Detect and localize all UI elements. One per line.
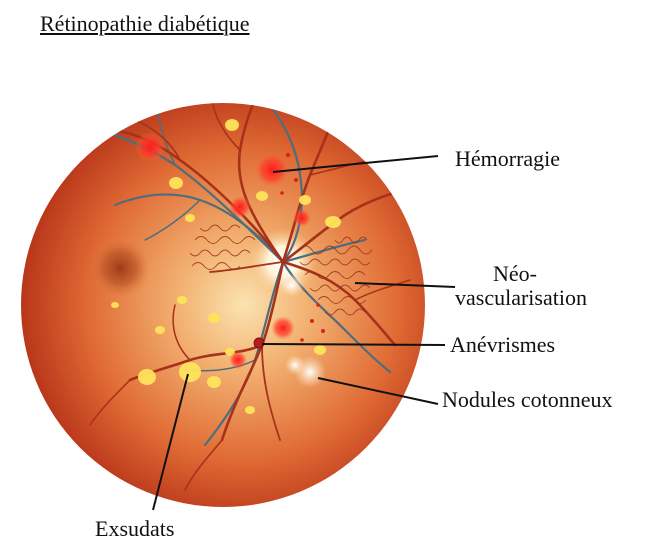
exudate-spot: [179, 362, 201, 382]
hemorrhage-spot: [135, 132, 165, 162]
exudate-spot: [155, 326, 165, 334]
microaneurysm: [321, 329, 325, 333]
exudate-spot: [299, 195, 311, 205]
label-cotton-wool-spots: Nodules cotonneux: [442, 388, 612, 412]
label-neovascularisation-line1: Néo-: [455, 262, 635, 286]
label-exudates: Exsudats: [95, 517, 174, 541]
exudate-spot: [207, 376, 221, 388]
microaneurysm: [280, 191, 284, 195]
exudate-spot: [169, 177, 183, 189]
exudate-spot: [208, 313, 220, 323]
exudate-spot: [256, 191, 268, 201]
hemorrhage-spot: [229, 196, 251, 218]
exudate-spot: [314, 345, 326, 355]
macula: [90, 238, 150, 298]
hemorrhage-spot: [293, 209, 311, 227]
label-aneurysms: Anévrismes: [450, 333, 555, 357]
aneurysm: [254, 338, 264, 348]
exudate-spot: [111, 302, 119, 308]
exudate-spot: [138, 369, 156, 385]
exudate-spot: [225, 119, 239, 131]
exudate-spot: [177, 296, 187, 304]
leader-line-aneurysms: [262, 344, 445, 345]
microaneurysm: [310, 319, 314, 323]
exudate-spot: [325, 216, 341, 228]
label-neovascularisation: Néo- vascularisation: [455, 262, 635, 310]
label-neovascularisation-line2: vascularisation: [455, 286, 635, 310]
microaneurysm: [316, 303, 320, 307]
exudate-spot: [185, 214, 195, 222]
microaneurysm: [294, 178, 298, 182]
microaneurysm: [300, 338, 304, 342]
hemorrhage-spot: [229, 351, 247, 369]
diagram-title: Rétinopathie diabétique: [40, 12, 250, 36]
cotton-wool-spot: [285, 355, 305, 375]
exudate-spot: [245, 406, 255, 414]
label-hemorrhage: Hémorragie: [455, 147, 560, 171]
cotton-wool-spot: [280, 273, 304, 297]
microaneurysm: [286, 153, 290, 157]
hemorrhage-spot: [271, 316, 295, 340]
